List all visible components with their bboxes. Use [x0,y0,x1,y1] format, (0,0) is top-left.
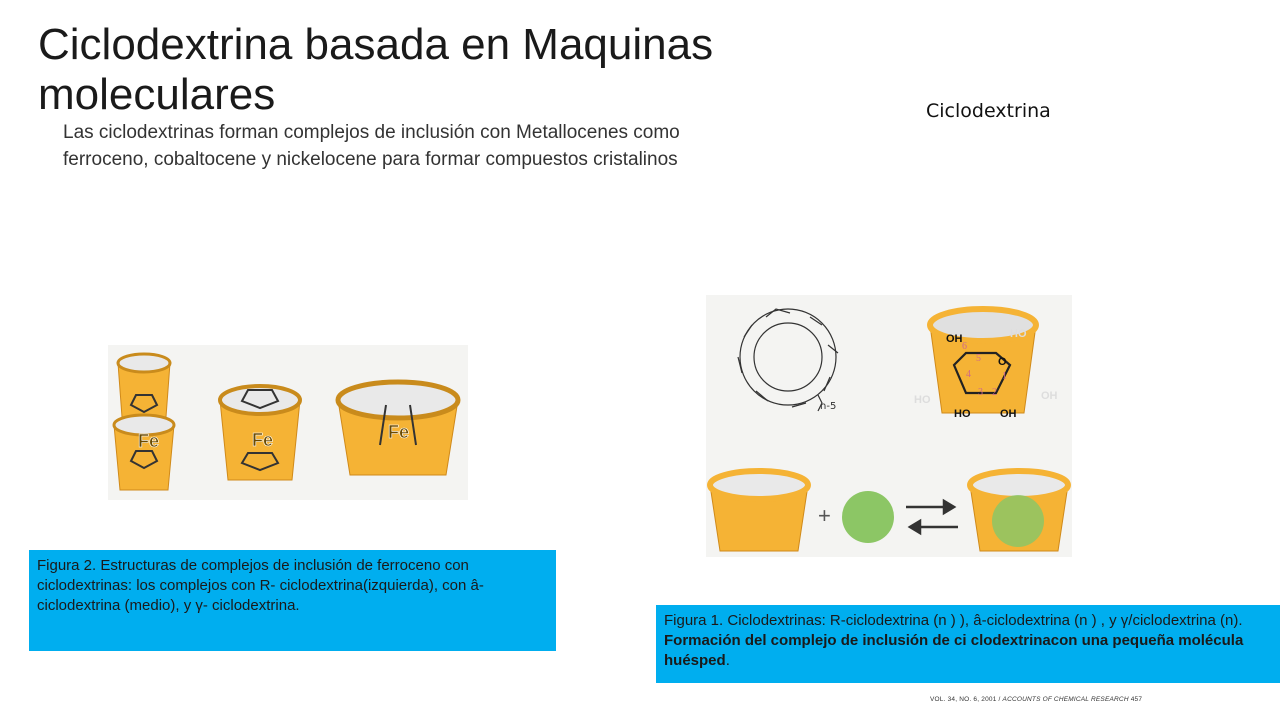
figure1-caption: Figura 1. Ciclodextrinas: R-ciclodextrin… [656,605,1280,683]
gamma-cd-complex: Fe [335,379,461,476]
oh-top-label: OH [946,333,963,345]
empty-cd-cup [707,468,811,552]
alpha-cd-complex: Fe [112,352,176,491]
fe-label-middle: Fe [252,430,273,450]
cd-chemical-structure [737,308,839,412]
ring-number-6: 6 [962,341,967,352]
plus-sign: + [818,503,831,528]
ho-bottom-label: HO [954,408,971,420]
repeat-unit-label: n-5 [820,401,836,412]
cd-glucose-unit [927,306,1039,414]
citation-page: 457 [1128,696,1143,703]
ring-number-5: 5 [976,353,981,364]
o-label: O [998,356,1007,368]
journal-citation: VOL. 34, NO. 6, 2001 / ACCOUNTS OF CHEMI… [930,696,1142,703]
ring-number-2: 2 [992,387,997,398]
equilibrium-arrows [906,498,958,536]
ho-right-label: HO [1010,328,1027,340]
citation-volume: VOL. 34, NO. 6, 2001 / [930,696,1003,703]
figure1-image: n-5 OH HO HO OH HO OH O 6 5 4 1 3 2 + [706,295,1072,557]
slide-subtitle: Ciclodextrina [926,100,1051,122]
slide-title: Ciclodextrina basada en Maquinas molecul… [38,20,714,119]
fe-label-left: Fe [138,431,159,451]
figure1-caption-bold: Formación del complejo de inclusión de c… [664,632,1244,669]
figure2-caption: Figura 2. Estructuras de complejos de in… [29,550,556,651]
oh-bottom-label: OH [1000,408,1017,420]
figure2-image: Fe Fe Fe [108,345,468,500]
oh-right-label: OH [1041,390,1058,402]
ho-left-label: HO [914,394,931,406]
inclusion-complex-cup [967,468,1071,552]
citation-journal: ACCOUNTS OF CHEMICAL RESEARCH [1002,696,1129,703]
slide-body-text: Las ciclodextrinas forman complejos de i… [63,122,680,170]
fe-label-right: Fe [388,422,409,442]
figure1-caption-end: . [725,652,730,669]
beta-cd-complex: Fe [218,384,302,481]
ring-number-4: 4 [966,369,971,380]
guest-molecule [842,491,894,543]
ring-number-3: 3 [978,387,983,398]
figure1-caption-text: Figura 1. Ciclodextrinas: R-ciclodextrin… [664,612,1243,629]
ring-number-1: 1 [1002,371,1007,382]
